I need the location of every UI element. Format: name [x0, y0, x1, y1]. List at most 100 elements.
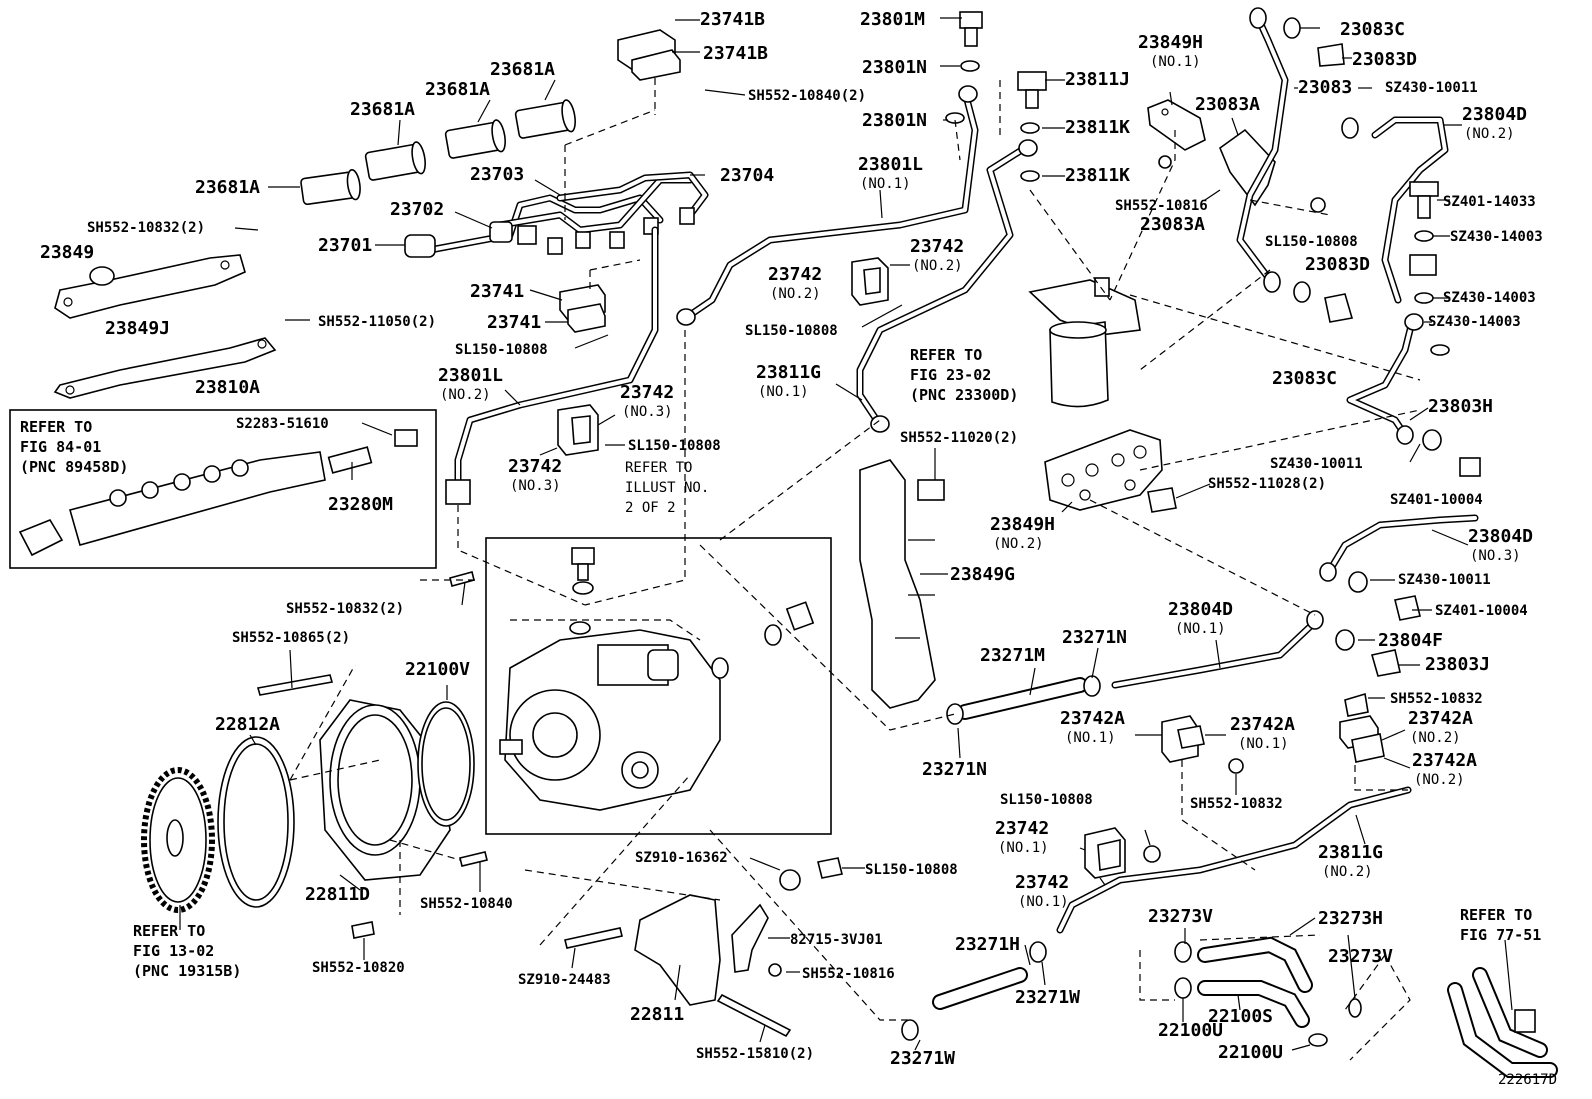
svg-text:FIG 84-01: FIG 84-01: [20, 438, 101, 456]
label-sz430-14003-b: SZ430-14003: [1443, 290, 1536, 306]
supply-pump-box: [485, 537, 832, 835]
label-23742-no1b-sub: (NO.1): [1018, 894, 1069, 910]
label-sz430-14003-c: SZ430-14003: [1428, 314, 1521, 330]
label-sh552-10816-b: SH552-10816: [802, 966, 895, 982]
sleeve-23681a-drawings: [300, 99, 576, 206]
fuel-pipe-23811g-no2-drawing: [1056, 786, 1412, 934]
label-23741-1: 23741: [470, 281, 524, 302]
label-23742-no2a-sub: (NO.2): [912, 258, 963, 274]
clamp-23741-drawing: [559, 284, 606, 333]
label-sh552-11028-2: SH552-11028(2): [1208, 476, 1326, 492]
injection-pipes-drawing: [404, 171, 709, 258]
fuel-pipe-23801l-no1-drawing: [676, 85, 979, 326]
label-23681a-2: 23681A: [425, 79, 490, 100]
label-sz430-10011-b: SZ430-10011: [1270, 456, 1363, 472]
label-23811g-2: 23811G: [1318, 842, 1383, 863]
label-23811g-1-sub: (NO.1): [758, 384, 809, 400]
gear-22812a-drawing: [217, 736, 295, 908]
bracket-23849g-drawing: [859, 459, 945, 709]
label-23811k-1: 23811K: [1065, 117, 1130, 138]
label-22100u-1: 22100U: [1158, 1020, 1223, 1041]
banjo-bolt-23083d-drawing: [1283, 17, 1354, 323]
svg-text:2 OF 2: 2 OF 2: [625, 500, 676, 516]
label-sl150-10808-a: SL150-10808: [455, 342, 548, 358]
label-sz910-16362: SZ910-16362: [635, 850, 728, 866]
flange-22811d-drawing: [319, 699, 451, 881]
clamp-23741b-drawing: [617, 29, 681, 81]
label-23804d-4: 23804D: [1168, 599, 1233, 620]
diagram-id: 222617D: [1498, 1072, 1557, 1088]
label-sh552-10832-2a: SH552-10832(2): [87, 220, 205, 236]
label-23083a-2: 23083A: [1140, 214, 1205, 235]
bracket-23849h-no2-drawing: [1044, 429, 1163, 511]
label-23271n-2: 23271N: [922, 759, 987, 780]
svg-text:FIG 77-51: FIG 77-51: [1460, 926, 1541, 944]
bracket-23083a-drawing: [1219, 128, 1276, 207]
label-23804d-4-sub: (NO.1): [1175, 621, 1226, 637]
banjo-bolt-23801m-drawing: [945, 11, 983, 124]
label-23083c-2: 23083C: [1272, 368, 1337, 389]
hose-23273h-drawing: [1174, 936, 1362, 1047]
svg-text:FIG 13-02: FIG 13-02: [133, 942, 214, 960]
svg-text:REFER TO: REFER TO: [625, 460, 692, 476]
label-23280m: 23280M: [328, 494, 393, 515]
label-23811g-1: 23811G: [756, 362, 821, 383]
label-23742a-4: 23742A: [1412, 750, 1477, 771]
refer-fig-77-51: REFER TO FIG 77-51: [1460, 906, 1541, 944]
label-23083c-1: 23083C: [1340, 19, 1405, 40]
label-23742-no1a: 23742: [995, 818, 1049, 839]
refer-fig-13-02: REFER TO FIG 13-02 (PNC 19315B): [133, 922, 241, 980]
label-23849h-2: 23849H: [990, 514, 1055, 535]
label-sh552-10840: SH552-10840: [420, 896, 513, 912]
label-sl150-10808-c: SL150-10808: [628, 438, 721, 454]
label-23704: 23704: [720, 165, 774, 186]
hose-23271h-drawing: [901, 941, 1047, 1041]
hose-23271m-drawing: [946, 675, 1101, 725]
label-23849h-1-sub: (NO.1): [1150, 54, 1201, 70]
label-23271n-1: 23271N: [1062, 627, 1127, 648]
refer-fig-84-01: REFER TO FIG 84-01 (PNC 89458D): [20, 418, 128, 476]
label-23741b-2: 23741B: [703, 43, 768, 64]
label-23271w-2: 23271W: [890, 1048, 955, 1069]
label-sh552-11020-2: SH552-11020(2): [900, 430, 1018, 446]
refer-box-common-rail: [9, 409, 437, 569]
refer-hoses-77-51-drawing: [1447, 967, 1558, 1078]
svg-text:(PNC 23300D): (PNC 23300D): [910, 386, 1018, 404]
bolts-left-drawing: [256, 571, 488, 939]
label-23849h-2-sub: (NO.2): [993, 536, 1044, 552]
label-sh552-10832-c: SH552-10832: [1190, 796, 1283, 812]
label-sz910-24483: SZ910-24483: [518, 972, 611, 988]
pipe-23804d-no2-drawing: [1341, 116, 1449, 304]
label-sz430-10011-a: SZ430-10011: [1385, 80, 1478, 96]
label-23742-no1a-sub: (NO.1): [998, 840, 1049, 856]
oring-22100v-drawing: [417, 701, 475, 827]
label-sz401-10004-b: SZ401-10004: [1435, 603, 1528, 619]
label-sh552-15810-2: SH552-15810(2): [696, 1046, 814, 1062]
label-23742-no3a-sub: (NO.3): [622, 404, 673, 420]
bracket-23849-drawing: [54, 254, 246, 319]
label-sz430-14003-a: SZ430-14003: [1450, 229, 1543, 245]
label-23083d-1: 23083D: [1352, 49, 1417, 70]
label-23271h: 23271H: [955, 934, 1020, 955]
label-23742-no3b: 23742: [508, 456, 562, 477]
label-22100s: 22100S: [1208, 1006, 1273, 1027]
label-23804d-1-sub: (NO.2): [1464, 126, 1515, 142]
label-23273v-1: 23273V: [1148, 906, 1213, 927]
label-23681a-3: 23681A: [350, 99, 415, 120]
label-23849j: 23849J: [105, 318, 170, 339]
label-23083a-1: 23083A: [1195, 94, 1260, 115]
label-82715-3vj01: 82715-3VJ01: [790, 932, 883, 948]
label-22100u-2: 22100U: [1218, 1042, 1283, 1063]
pipe-23804d-no1-drawing: [1111, 610, 1401, 717]
label-23801m: 23801M: [860, 9, 925, 30]
label-22811d: 22811D: [305, 884, 370, 905]
label-sz430-10011-c: SZ430-10011: [1398, 572, 1491, 588]
label-23804d-3: 23804D: [1468, 526, 1533, 547]
label-23811g-2-sub: (NO.2): [1322, 864, 1373, 880]
label-23811k-2: 23811K: [1065, 165, 1130, 186]
label-sl150-10808-e: SL150-10808: [865, 862, 958, 878]
bolt-23811j-drawing: [1017, 71, 1047, 182]
pipe-23803h-drawing: [1346, 313, 1481, 477]
label-22812a: 22812A: [215, 714, 280, 735]
